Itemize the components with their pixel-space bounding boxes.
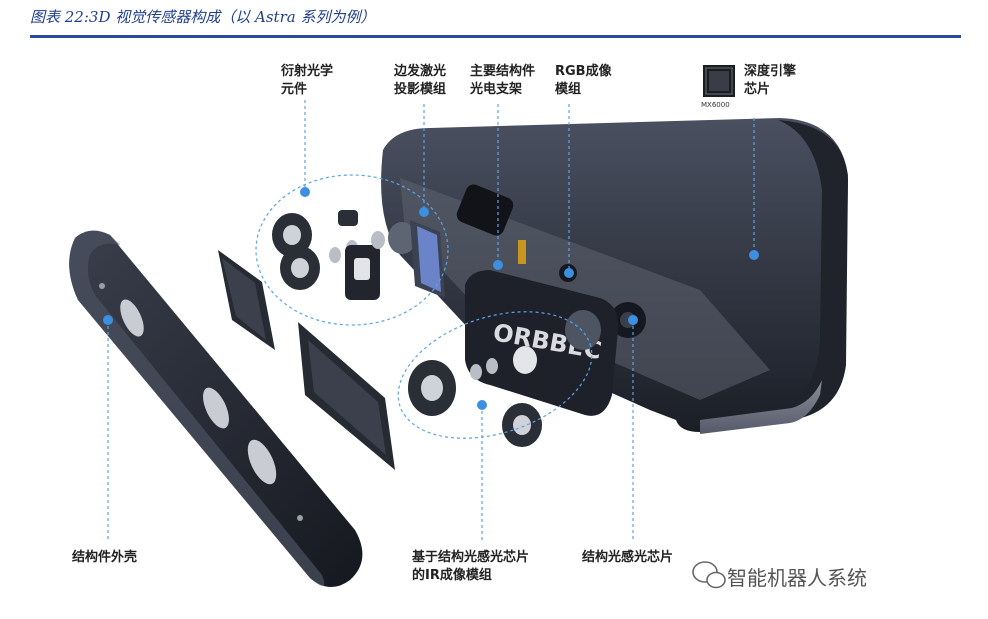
label-laser-projector: 边发激光 投影模组 — [394, 64, 447, 97]
leader-lines — [107, 100, 755, 540]
label-depth-engine-chip: 深度引擎 芯片 — [744, 64, 797, 97]
outer-shell — [69, 230, 363, 588]
marker-dots — [103, 187, 759, 410]
caption-rule — [30, 35, 961, 38]
label-ir-imaging-module: 基于结构光感光芯片 的IR成像模组 — [412, 550, 530, 583]
ir-module-parts — [408, 310, 601, 447]
bracket-plates — [218, 250, 395, 470]
optical-components — [272, 210, 445, 300]
label-rgb-module: RGB成像 模组 — [555, 64, 612, 97]
label-diffractive-optics: 衍射光学 元件 — [281, 64, 334, 97]
label-structural-bracket: 主要结构件 光电支架 — [470, 64, 536, 97]
chip-icon — [703, 65, 735, 97]
group-outline-upper — [255, 174, 449, 326]
chip-model-label: MX6000 — [701, 101, 730, 109]
figure-caption: 图表 22:3D 视觉传感器构成（以 Astra 系列为例） — [30, 8, 376, 26]
watermark-text: 智能机器人系统 — [727, 566, 867, 590]
wechat-icon — [692, 561, 726, 589]
label-outer-shell: 结构件外壳 — [72, 550, 138, 565]
label-structured-light-sensor: 结构光感光芯片 — [582, 550, 674, 565]
group-outline-lower — [397, 311, 593, 439]
